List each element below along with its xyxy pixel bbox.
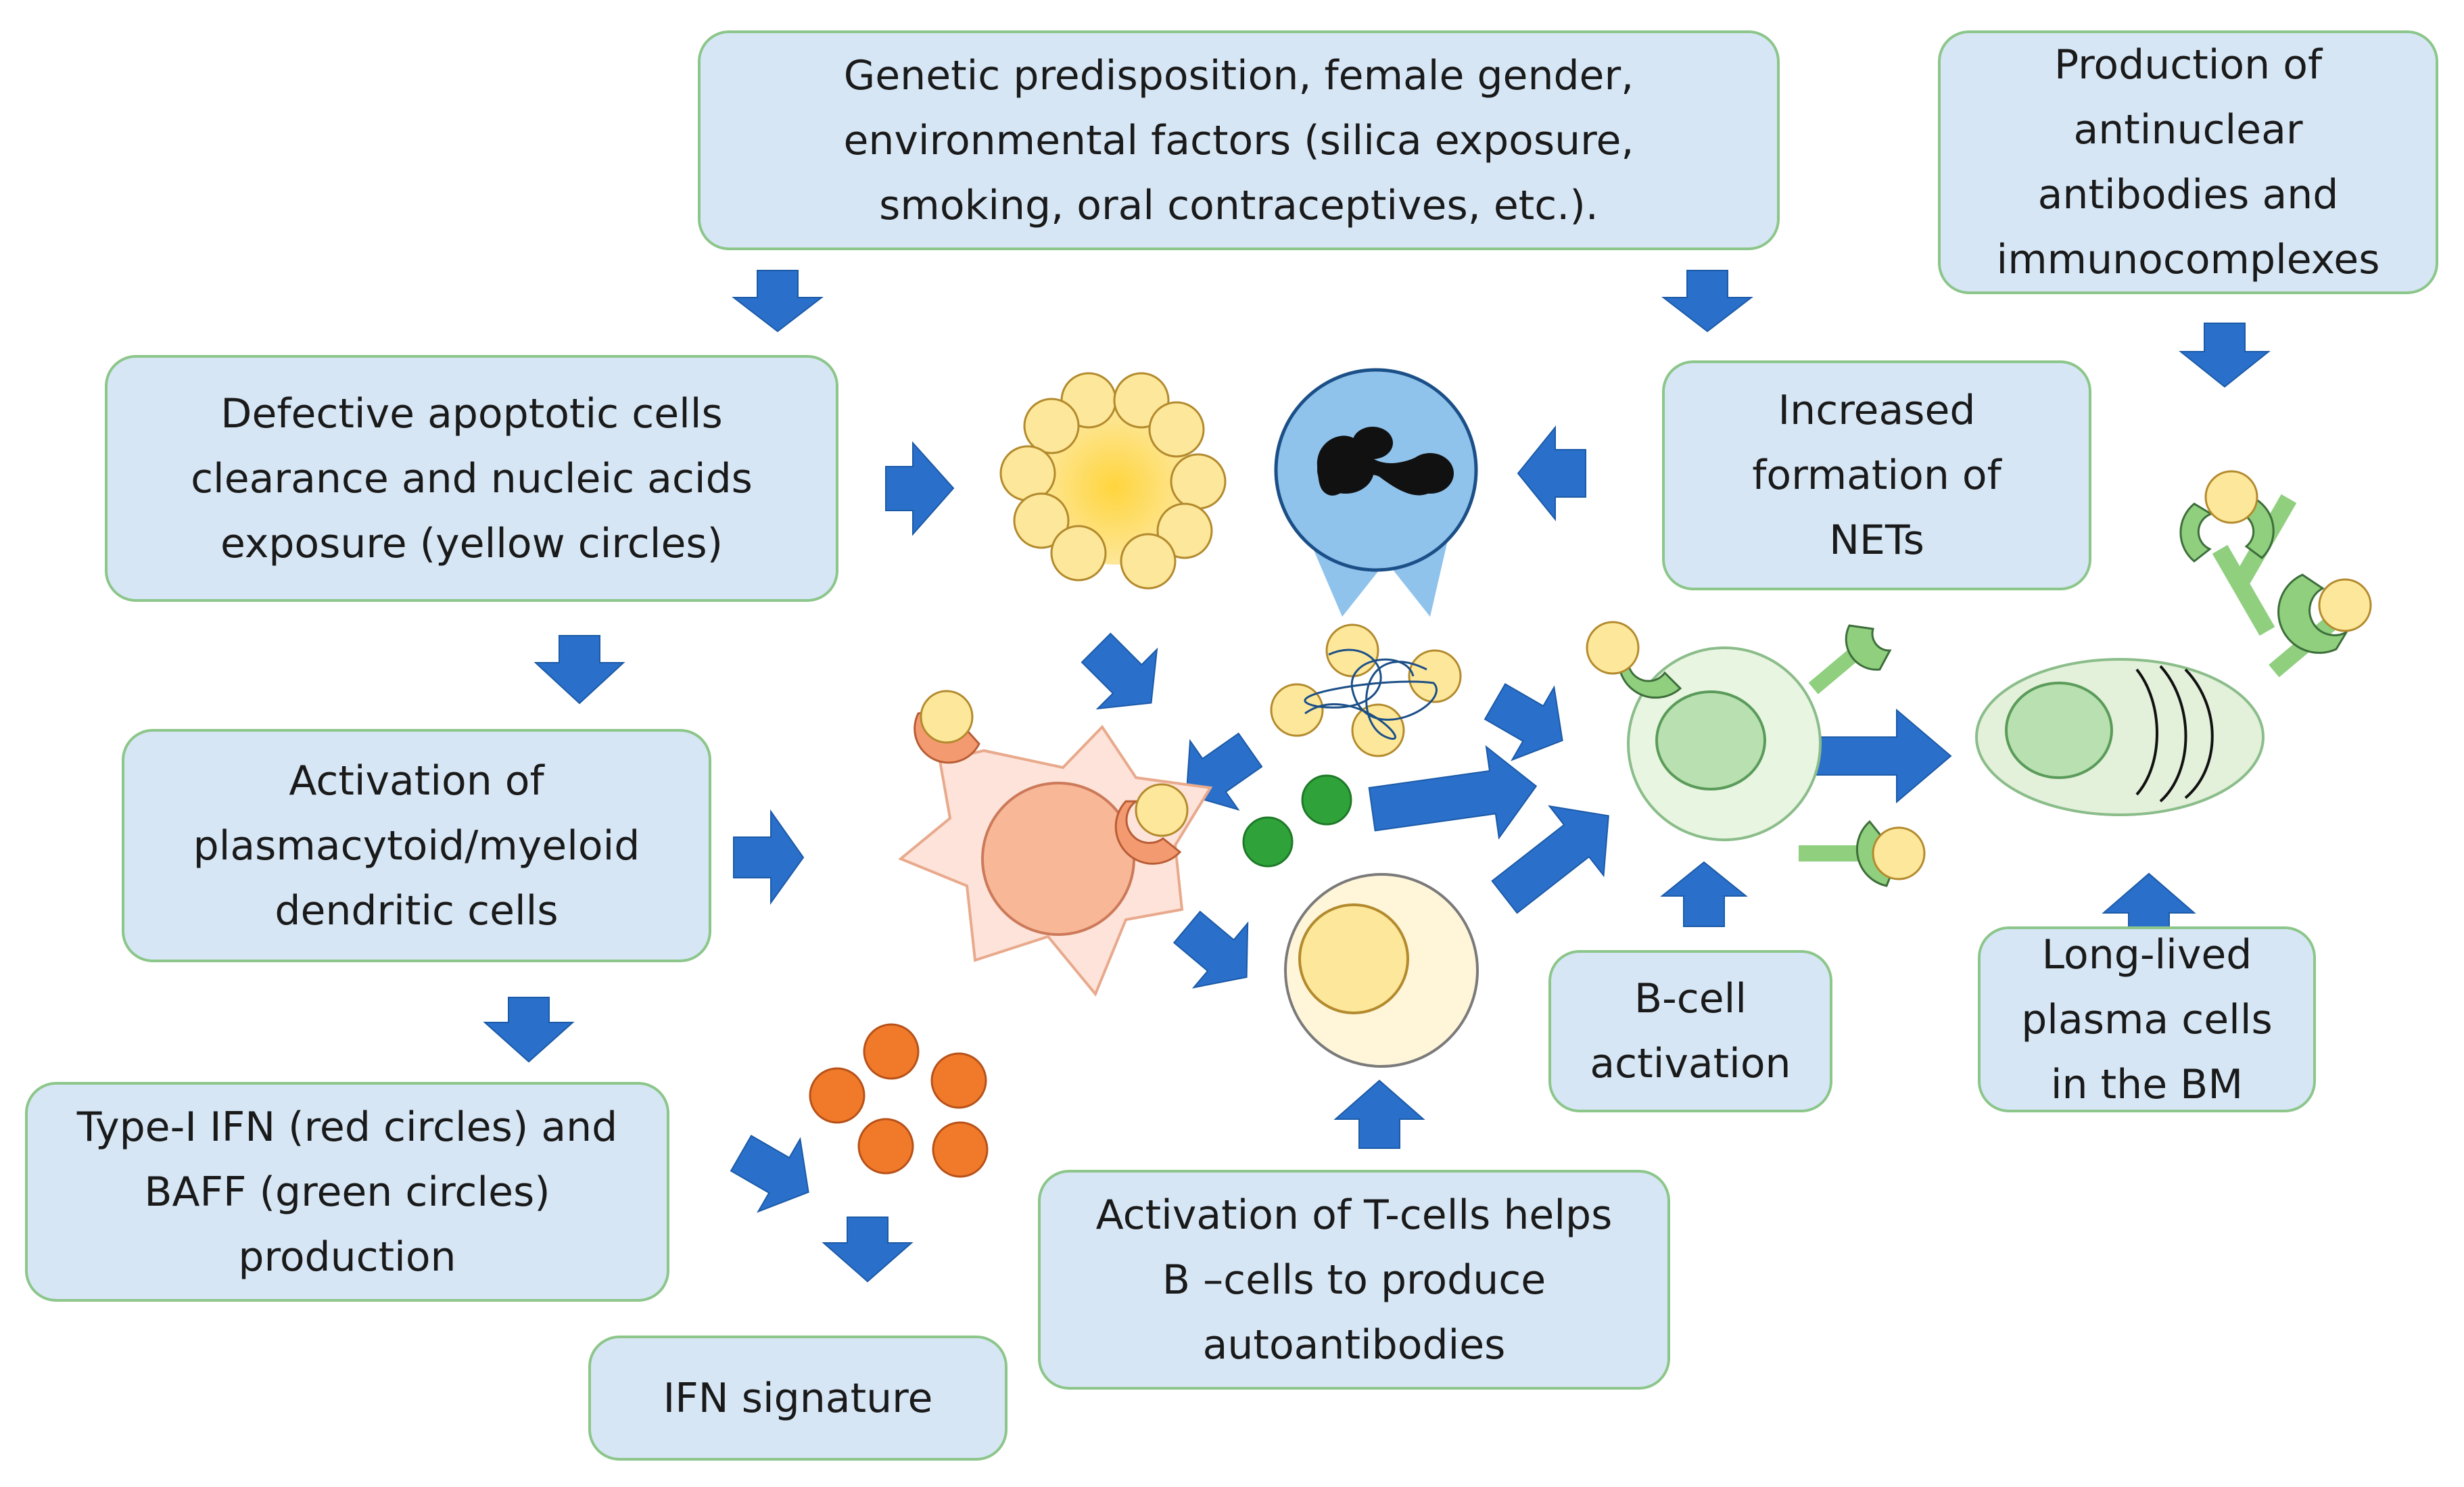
arrow-diag-ifn: [730, 1135, 809, 1213]
genetic-factors-box: Genetic predisposition, female gender, e…: [698, 30, 1780, 250]
nets-line-1: Increased: [1778, 387, 1976, 434]
plasma-line-2: plasma cells: [2021, 995, 2273, 1043]
t-cell: [1284, 873, 1479, 1068]
apoptotic-line-2: clearance and nucleic acids: [191, 454, 753, 502]
arrow-down-genetic-right: [1661, 270, 1753, 333]
ifn-baff-production-box: Type-I IFN (red circles) and BAFF (green…: [25, 1082, 669, 1302]
antinuclear-line-4: immunocomplexes: [1996, 236, 2380, 283]
ifn-signature-line-1: IFN signature: [663, 1374, 933, 1422]
arrow-down-genetic-left: [732, 270, 824, 333]
dendritic-activation-box: Activation of plasmacytoid/myeloid dendr…: [122, 729, 711, 962]
ifn-signature-box: IFN signature: [588, 1336, 1008, 1461]
antinuclear-line-3: antibodies and: [2037, 171, 2339, 218]
tcells-line-3: autoantibodies: [1202, 1321, 1506, 1369]
arrow-down-apoptotic: [534, 635, 625, 705]
arrow-diag-nets-bcell: [1484, 683, 1563, 761]
genetic-line-2: environmental factors (silica exposure,: [843, 116, 1634, 164]
arrow-down-dendritic: [483, 997, 575, 1063]
apoptotic-line-1: Defective apoptotic cells: [220, 390, 723, 438]
dendritic-line-2: plasmacytoid/myeloid: [193, 822, 640, 870]
arrow-baff-bcell: [1368, 745, 1538, 840]
b-cell-activation-box: B-cell activation: [1548, 950, 1832, 1112]
plasma-line-1: Long-lived: [2041, 930, 2252, 978]
antibody-immunocomplex-icon: [1799, 820, 1926, 887]
arrow-down-antinuclear: [2179, 323, 2271, 388]
arrow-right-bcell-plasma: [1811, 708, 1952, 804]
arrow-up-tcells: [1333, 1079, 1425, 1149]
ifn-baff-line-1: Type-I IFN (red circles) and: [76, 1103, 618, 1151]
nets-icon: [1270, 623, 1462, 757]
apoptotic-line-3: exposure (yellow circles): [220, 519, 724, 567]
plasma-line-3: in the BM: [2050, 1060, 2244, 1108]
neutrophil-icon: [1274, 368, 1478, 617]
antibodies: [1799, 470, 2372, 887]
genetic-line-3: smoking, oral contraceptives, etc.).: [879, 181, 1598, 229]
nets-line-2: formation of: [1752, 452, 2001, 499]
ifn-baff-line-3: production: [238, 1233, 456, 1281]
dendritic-cell: [898, 690, 1213, 997]
plasma-cells-box: Long-lived plasma cells in the BM: [1978, 926, 2316, 1112]
ifn-circles: [809, 1023, 989, 1178]
antibody-right-icon: [2269, 573, 2372, 678]
plasma-cell: [1975, 658, 2265, 816]
arrow-right-dendritic: [733, 809, 805, 905]
antinuclear-line-2: antinuclear: [2073, 106, 2303, 154]
dendritic-line-3: dendritic cells: [275, 887, 559, 935]
arrow-left-nets: [1517, 425, 1586, 521]
antinuclear-line-1: Production of: [2054, 41, 2323, 89]
tcells-line-1: Activation of T-cells helps: [1095, 1191, 1613, 1239]
arrow-right-apoptotic: [885, 441, 955, 536]
arrow-diag-neutrophil-cell: [1081, 632, 1158, 710]
apoptotic-clearance-box: Defective apoptotic cells clearance and …: [105, 355, 838, 602]
arrow-diag-tcell-bcell: [1491, 805, 1609, 914]
ifn-baff-line-2: BAFF (green circles): [144, 1168, 550, 1216]
nets-formation-box: Increased formation of NETs: [1662, 360, 2091, 590]
b-cell: [1586, 621, 1822, 841]
antinuclear-antibodies-box: Production of antinuclear antibodies and…: [1938, 30, 2438, 294]
arrow-down-ifn: [822, 1217, 914, 1283]
baff-circles: [1242, 774, 1352, 868]
apoptotic-cluster: [999, 372, 1227, 590]
t-cell-activation-box: Activation of T-cells helps B –cells to …: [1038, 1170, 1670, 1390]
arrow-diag-dc-tcell: [1172, 910, 1249, 989]
tcells-line-2: B –cells to produce: [1162, 1256, 1546, 1304]
genetic-line-1: Genetic predisposition, female gender,: [843, 51, 1634, 99]
dendritic-line-1: Activation of: [289, 757, 544, 805]
bcell-line-2: activation: [1590, 1040, 1791, 1087]
immunocomplex-top-icon: [2179, 470, 2297, 636]
nets-line-3: NETs: [1829, 517, 1924, 564]
antibody-icon: [1808, 624, 1892, 694]
bcell-line-1: B-cell: [1634, 975, 1747, 1022]
arrow-up-bcell: [1660, 861, 1748, 927]
